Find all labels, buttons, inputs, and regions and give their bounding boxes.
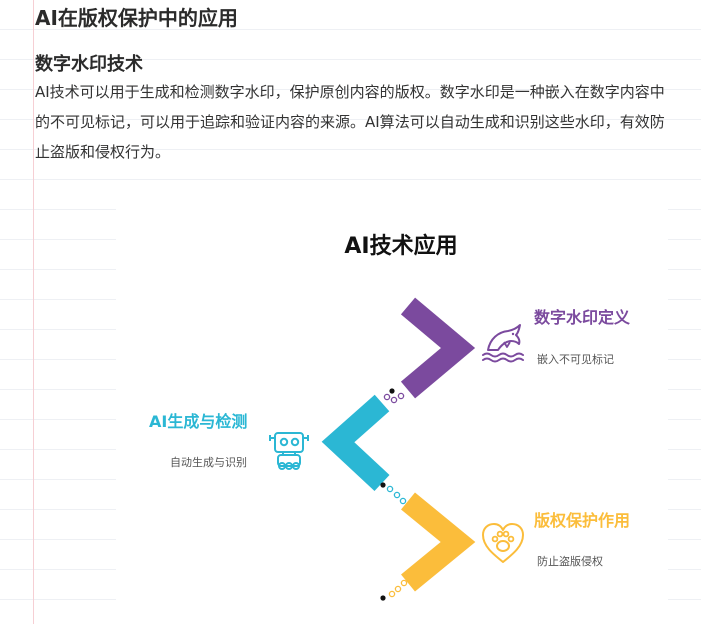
chevron-cyan (321, 394, 390, 492)
step-1-description: 嵌入不可见标记 (537, 353, 614, 366)
diagram-panel: AI技术应用 数字水印定义 嵌入不可见标记 AI生成与检测 自动生成与识别 版权… (116, 196, 668, 624)
page-title: AI在版权保护中的应用 (35, 6, 238, 30)
chevron-purple (400, 297, 476, 399)
connector-dots-yellow (380, 579, 408, 601)
step-2-description: 自动生成与识别 (170, 456, 247, 469)
zigzag-chevron-diagram (321, 297, 476, 601)
section-heading: 数字水印技术 (35, 54, 143, 75)
connector-dots-purple (383, 388, 405, 404)
connector-dots-cyan (380, 482, 407, 505)
step-3-title: 版权保护作用 (534, 511, 631, 530)
chevron-yellow (401, 492, 476, 592)
robot-icon (266, 426, 312, 472)
step-3-description: 防止盗版侵权 (537, 555, 603, 568)
diagram-title: AI技术应用 (344, 234, 458, 259)
dolphin-icon (480, 320, 526, 366)
heart-paw-icon (480, 520, 526, 566)
step-1-title: 数字水印定义 (534, 308, 631, 327)
notebook-margin-line (33, 0, 34, 624)
step-2-title: AI生成与检测 (149, 412, 248, 431)
body-paragraph: AI技术可以用于生成和检测数字水印，保护原创内容的版权。数字水印是一种嵌入在数字… (35, 83, 665, 161)
